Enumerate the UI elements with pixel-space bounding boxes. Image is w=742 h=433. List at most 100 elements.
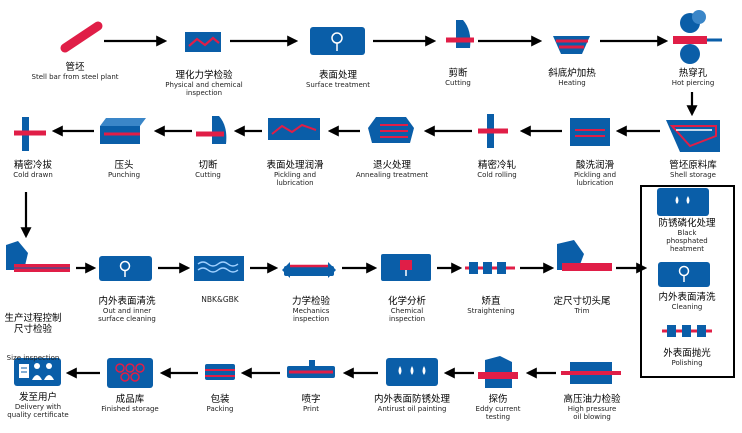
step-title: 成品库 [115,394,145,405]
step-caption: Delivery with [14,403,62,411]
step-heating: 斜底炉加热 Heating [536,68,608,87]
step-title: 压头 [114,160,134,171]
step-caption: Surface treatment [305,81,370,89]
antirust-icon [386,358,438,386]
step-caption: Mechanics [292,307,330,315]
annealing-icon [368,117,414,143]
step-caption: Trim [574,307,590,315]
step-caption: Cleaning [671,303,703,311]
step-size-inspection: 生产过程控制 尺寸检验 Size inspection [0,294,66,381]
step-title: 内外表面清洗 [98,296,156,307]
step-caption: Chemical [390,307,424,315]
step-caption: Out and inner [102,307,152,315]
step-surface-treatment: 表面处理 Surface treatment [290,70,386,89]
cold-drawn-icon [14,117,46,151]
phosphating-icon [657,188,709,216]
step-title: 管坯原料库 [669,160,717,171]
step-caption: Pickling and [273,171,317,179]
step-pressure-test: 高压油力检验 High pressure oil blowing [550,394,634,421]
step-caption: phosphated [666,237,708,246]
step-caption: inspection [185,89,223,98]
shell-storage-icon [666,120,720,152]
step-title: 切断 [198,160,218,171]
step-caption: lubrication [576,179,614,188]
step-nbk-gbk: NBK&GBK [188,295,252,304]
cleaning-icon [99,256,152,281]
step-title: 高压油力检验 [563,394,621,405]
step-title: 定尺寸切头尾 [553,296,611,307]
step-antirust: 内外表面防锈处理 Antirust oil painting [360,394,464,413]
step-cold-drawn: 精密冷拔 Cold drawn [2,160,64,179]
step-cold-rolling: 精密冷轧 Cold rolling [462,160,532,179]
step-caption: Print [302,405,320,413]
step-caption: heatment [669,245,705,254]
step-print: 喷字 Print [286,394,336,413]
step-caption: Polishing [671,359,703,367]
cold-rolling-icon [478,114,508,148]
cutting-icon [196,116,227,144]
step-caption: surface cleaning [98,315,156,324]
packing-icon [205,364,235,380]
step-delivery: 发至用户 Delivery with quality certificate [2,392,74,419]
step-mechanics-inspection: 力学检验 Mechanics inspection [278,296,344,323]
step-title: 喷字 [301,394,321,405]
step-title: 酸洗润滑 [575,160,614,171]
step-straightening: 矫直 Straightening [458,296,524,315]
step-hot-piercing: 热穿孔 Hot piercing [656,68,730,87]
step-title: 内外表面清洗 [658,292,716,303]
step-caption: Heating [558,79,586,87]
eddy-current-icon [478,356,518,388]
size-inspection-icon [6,241,70,272]
step-trim: 定尺寸切头尾 Trim [540,296,624,315]
step-caption: inspection [292,315,330,324]
straightening-icon [465,262,515,274]
step-phosphating: 防锈磷化处理 Black phosphated heatment [643,218,731,254]
pickling-icon [570,118,610,146]
hot-piercing-icon [673,10,722,64]
furnace-icon [553,36,590,54]
step-surface-cleaning: 内外表面清洗 Out and inner surface cleaning [82,296,172,323]
step-title: 内外表面防锈处理 [373,394,450,405]
step-caption: Cutting [445,79,471,87]
step-caption: Finished storage [101,405,159,413]
step-finished-storage: 成品库 Finished storage [90,394,170,413]
physical-inspection-icon [185,32,221,52]
step-title: 发至用户 [18,392,57,403]
step-title: 表面处理 [318,70,357,81]
cleaning-icon [658,262,710,287]
delivery-icon [14,358,61,386]
step-title: 斜底炉加热 [548,68,596,79]
step-title: 生产过程控制 尺寸检验 [4,313,62,335]
step-caption: Antirust oil painting [377,405,447,413]
pickling-icon [268,118,320,140]
step-caption: High pressure [567,405,617,413]
punching-icon [100,118,146,144]
step-caption: Packing [206,405,234,413]
step-caption: Cutting [195,171,221,179]
step-chemical-inspection: 化学分析 Chemical inspection [374,296,440,323]
step-caption: Pickling and [573,171,617,179]
step-shell-storage: 管坯原料库 Shell storage [656,160,730,179]
step-caption: oil blowing [573,413,611,422]
step-caption: NBK&GBK [201,295,239,304]
chemical-icon [381,254,431,281]
step-title: 外表面抛光 [663,348,711,359]
step-title: 防锈磷化处理 [658,218,716,229]
print-icon [287,360,335,378]
step-caption: quality certificate [7,411,69,420]
surface-treatment-group-frame [640,185,735,378]
step-title: 探伤 [488,394,508,405]
step-physical-inspection: 理化力学检验 Physical and chemical inspection [156,70,252,97]
step-caption: testing [485,413,511,422]
step-pickling-lubrication: 表面处理润滑 Pickling and lubrication [250,160,340,187]
step-title: 热穿孔 [678,68,708,79]
mechanics-icon [282,262,336,278]
step-title: 化学分析 [387,296,426,307]
step-caption: Physical and chemical [165,81,243,89]
step-caption: lubrication [276,179,314,188]
step-title: 力学检验 [291,296,330,307]
step-caption: Punching [107,171,141,179]
step-caption: Annealing treatment [355,171,429,179]
